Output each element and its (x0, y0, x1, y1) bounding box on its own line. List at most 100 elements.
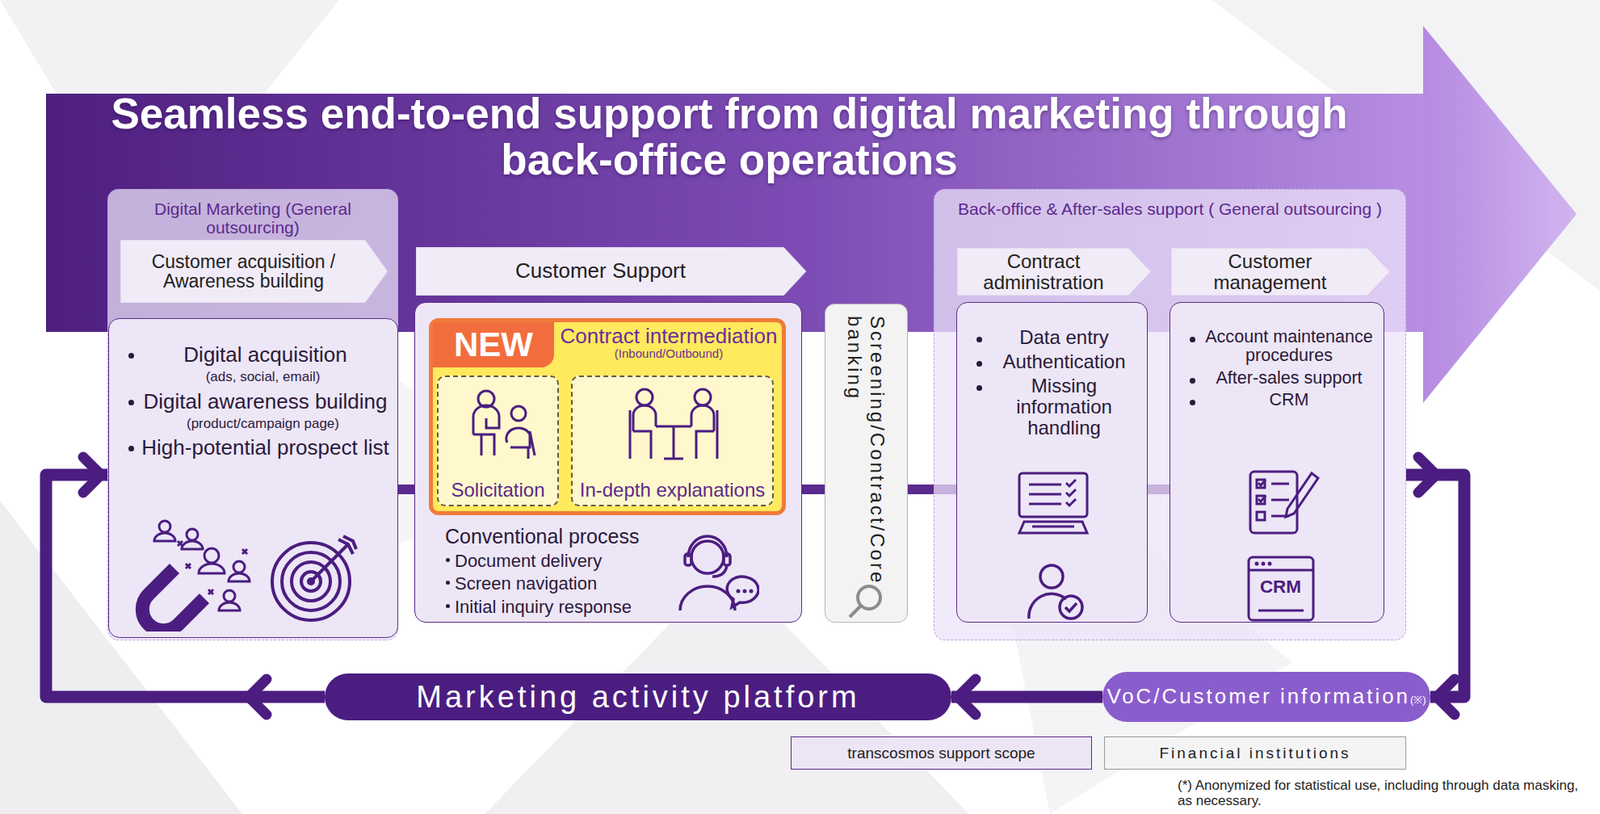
chevron-fill (957, 247, 1151, 296)
legend-text: transcosmos support scope (847, 744, 1035, 763)
arrow-head (1436, 679, 1455, 715)
bullet-dot (976, 361, 983, 367)
chevron-label: Contract administration (957, 247, 1151, 296)
bullet-dot (445, 558, 450, 563)
service-box: Account maintenance proceduresAfter-sale… (1169, 302, 1385, 623)
bullet-text: Missing information handling (989, 375, 1139, 439)
bullet-item: Digital acquisition (141, 343, 390, 366)
chevron-fill (1171, 247, 1391, 296)
service-box: Digital acquisition (ads, social, email) D… (108, 318, 399, 639)
bullet-item: CRM (1202, 390, 1376, 409)
bullet-dot (1189, 399, 1196, 406)
bullet-text: After-sales support (1202, 368, 1376, 387)
bullet-item: Initial inquiry response (454, 596, 794, 620)
bullet-item: Authentication (989, 351, 1139, 373)
operator-headset-icon (675, 523, 760, 613)
chevron-label: Customer acquisition / Awareness buildin… (120, 239, 388, 303)
activity-label: Solicitation (441, 479, 555, 500)
band-label: Marketing activity platform (415, 680, 860, 715)
bullet-note: (ads, social, email) (136, 369, 390, 386)
box-heading: Contract intermediation (555, 325, 782, 348)
bullet-text: High-potential prospect list (141, 436, 390, 459)
footnote-mark: (※) (1410, 693, 1427, 706)
band-line: VoC/Customer information(※) (1106, 686, 1426, 708)
chevron-fill (415, 247, 807, 296)
group-panel: Back-office & After-sales support ( Gene… (933, 188, 1407, 641)
chevron-text: Customer acquisition / Awareness buildin… (126, 251, 361, 291)
connector (398, 489, 415, 491)
service-box: Data entryAuthenticationMissing informat… (956, 302, 1148, 623)
group-panel: Digital Marketing (General outsourcing) C… (107, 188, 399, 641)
connector-line (951, 691, 1103, 704)
header-group: Contract intermediation(Inbound/Outbound… (555, 325, 782, 362)
bullet-item: Missing information handling (989, 375, 1139, 439)
new-badge: NEW (432, 322, 555, 368)
bullet-dot (128, 445, 135, 452)
bullet-dot (976, 336, 983, 343)
magnet-people-icon (129, 516, 259, 632)
verified-person-icon (1024, 558, 1088, 622)
bullet-item: Screen navigation (454, 572, 794, 597)
voc-band: VoC/Customer information(※) (1102, 671, 1431, 723)
section-heading: Conventional process (445, 524, 794, 549)
chevron-label: Customer Support (415, 247, 807, 296)
bullet-text: Data entry (989, 327, 1139, 349)
monitor-checklist-icon (1016, 471, 1091, 537)
consultation-icon (461, 386, 540, 461)
legend-swatch: Financial institutions (1104, 736, 1407, 770)
bullet-dot (1189, 336, 1196, 343)
bullet-item: Document delivery (454, 550, 794, 574)
connector (802, 489, 825, 491)
activity-box: Solicitation (436, 375, 559, 507)
bullet-item: Digital awareness building (141, 390, 390, 413)
panel-heading: Digital Marketing (General outsourcing) (116, 199, 390, 237)
bullet-note: (product/campaign page) (136, 415, 390, 433)
bullet-text: Digital acquisition (141, 343, 390, 366)
bullet-item: After-sales support (1202, 368, 1376, 387)
bullet-dot (1189, 377, 1196, 384)
bullet-dot (976, 385, 983, 391)
meeting-icon (626, 386, 721, 462)
activity-label: In-depth explanations (575, 479, 769, 500)
box-subheading: (Inbound/Outbound) (555, 347, 782, 362)
panel-heading: Back-office & After-sales support ( Gene… (942, 199, 1398, 219)
vertical-label: Screening/Contract/Core banking (843, 315, 888, 611)
arrow-head (83, 457, 101, 493)
flow-chevron (1418, 457, 1437, 493)
footnote: (*) Anonymized for statistical use, incl… (1177, 778, 1594, 809)
chevron-label: Customer management (1171, 247, 1391, 296)
bullet-dot (128, 399, 135, 406)
bullet-dot (128, 352, 135, 359)
platform-band: Marketing activity platform (324, 673, 952, 721)
bullet-text: CRM (1202, 390, 1376, 409)
chevron-fill (120, 239, 388, 303)
chevron-text: Customer management (1177, 251, 1363, 292)
bullet-item: Account maintenance procedures (1202, 327, 1376, 366)
icon-label: CRM (1247, 576, 1315, 598)
bullet-text: Screen navigation (454, 572, 794, 597)
band-label: VoC/Customer information (1106, 684, 1411, 708)
connector-line (398, 484, 415, 495)
diagram-title: Seamless end-to-end support from digital… (103, 90, 1356, 183)
chevron-text: Customer Support (515, 260, 686, 282)
legend-swatch: transcosmos support scope (790, 736, 1092, 770)
service-box: Conventional processDocument deliveryScr… (414, 302, 803, 623)
arrow-head (957, 679, 976, 715)
bullet-text: Authentication (989, 351, 1139, 373)
connector (951, 679, 1103, 715)
clipboard-checklist-icon (1247, 468, 1320, 537)
bullet-text: Document delivery (454, 550, 794, 574)
bullet-text: Digital awareness building (141, 390, 390, 413)
bullet-item: Data entry (989, 327, 1139, 349)
connector-line (802, 484, 825, 495)
target-icon (268, 533, 360, 624)
legend-text: Financial institutions (1159, 744, 1351, 763)
bullet-dot (445, 604, 450, 609)
connector-line (1406, 474, 1465, 698)
bullet-dot (445, 580, 450, 585)
magnifier-icon (844, 583, 886, 621)
chevron-text: Contract administration (963, 251, 1124, 292)
institution-box: Screening/Contract/Core banking (824, 303, 908, 623)
bullet-text: Initial inquiry response (454, 596, 794, 620)
